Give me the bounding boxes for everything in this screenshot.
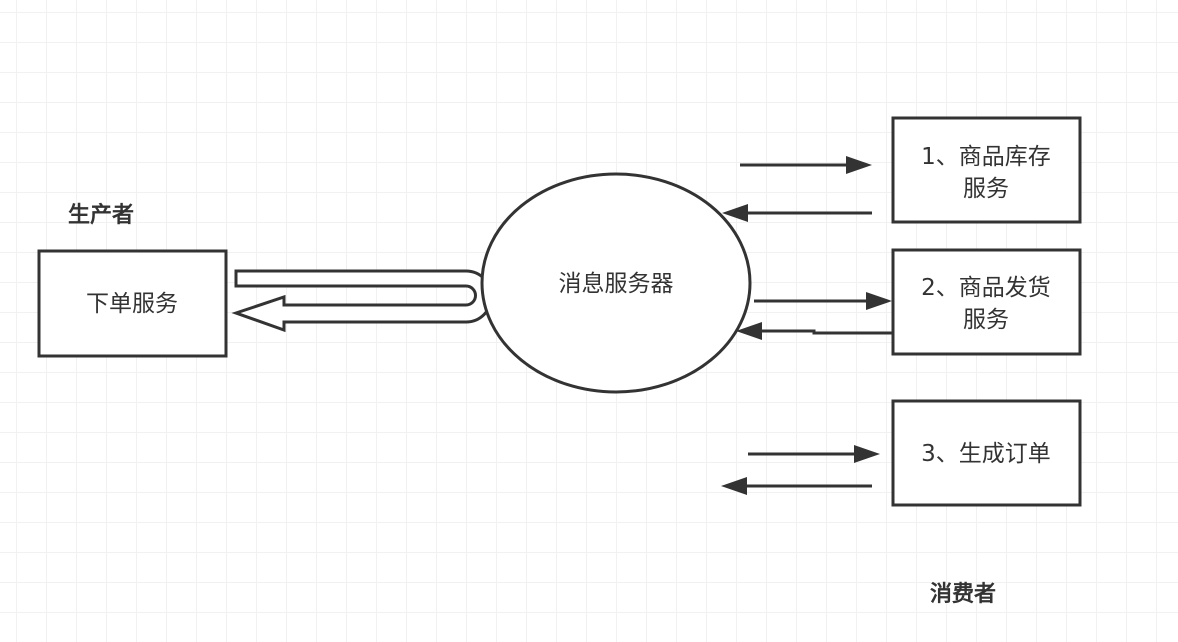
arrow-shipping-to-server	[736, 322, 893, 340]
message-server-ellipse	[480, 172, 752, 394]
order-service-box	[37, 249, 228, 358]
return-hollow-arrow	[231, 269, 493, 333]
shipping-service-node[interactable]: 2、商品发货 服务	[891, 248, 1082, 356]
create-order-box	[891, 399, 1082, 507]
create-order-label: 3、生成订单	[921, 441, 1051, 467]
create-order-node[interactable]: 3、生成订单	[891, 399, 1082, 507]
message-server-node[interactable]: 消息服务器	[480, 172, 752, 394]
arrow-inventory-to-server	[722, 204, 872, 222]
shipping-service-label-line2: 服务	[963, 307, 1009, 333]
inventory-service-box	[891, 116, 1082, 224]
arrow-to-create-order	[748, 445, 880, 463]
order-service-label: 下单服务	[86, 291, 178, 317]
inventory-service-label-line2: 服务	[963, 176, 1009, 202]
producer-label: 生产者	[68, 203, 134, 228]
order-service-node[interactable]: 下单服务	[37, 249, 228, 358]
arrow-server-to-inventory	[740, 156, 872, 174]
shipping-service-label-line1: 2、商品发货	[921, 275, 1051, 301]
arrow-server-to-shipping	[754, 292, 892, 310]
shipping-service-box	[891, 248, 1082, 356]
inventory-service-label-line1: 1、商品库存	[921, 144, 1051, 170]
inventory-service-node[interactable]: 1、商品库存 服务	[891, 116, 1082, 224]
arrow-from-create-order	[721, 477, 872, 495]
consumer-label: 消费者	[930, 582, 996, 607]
message-server-label: 消息服务器	[559, 271, 674, 297]
